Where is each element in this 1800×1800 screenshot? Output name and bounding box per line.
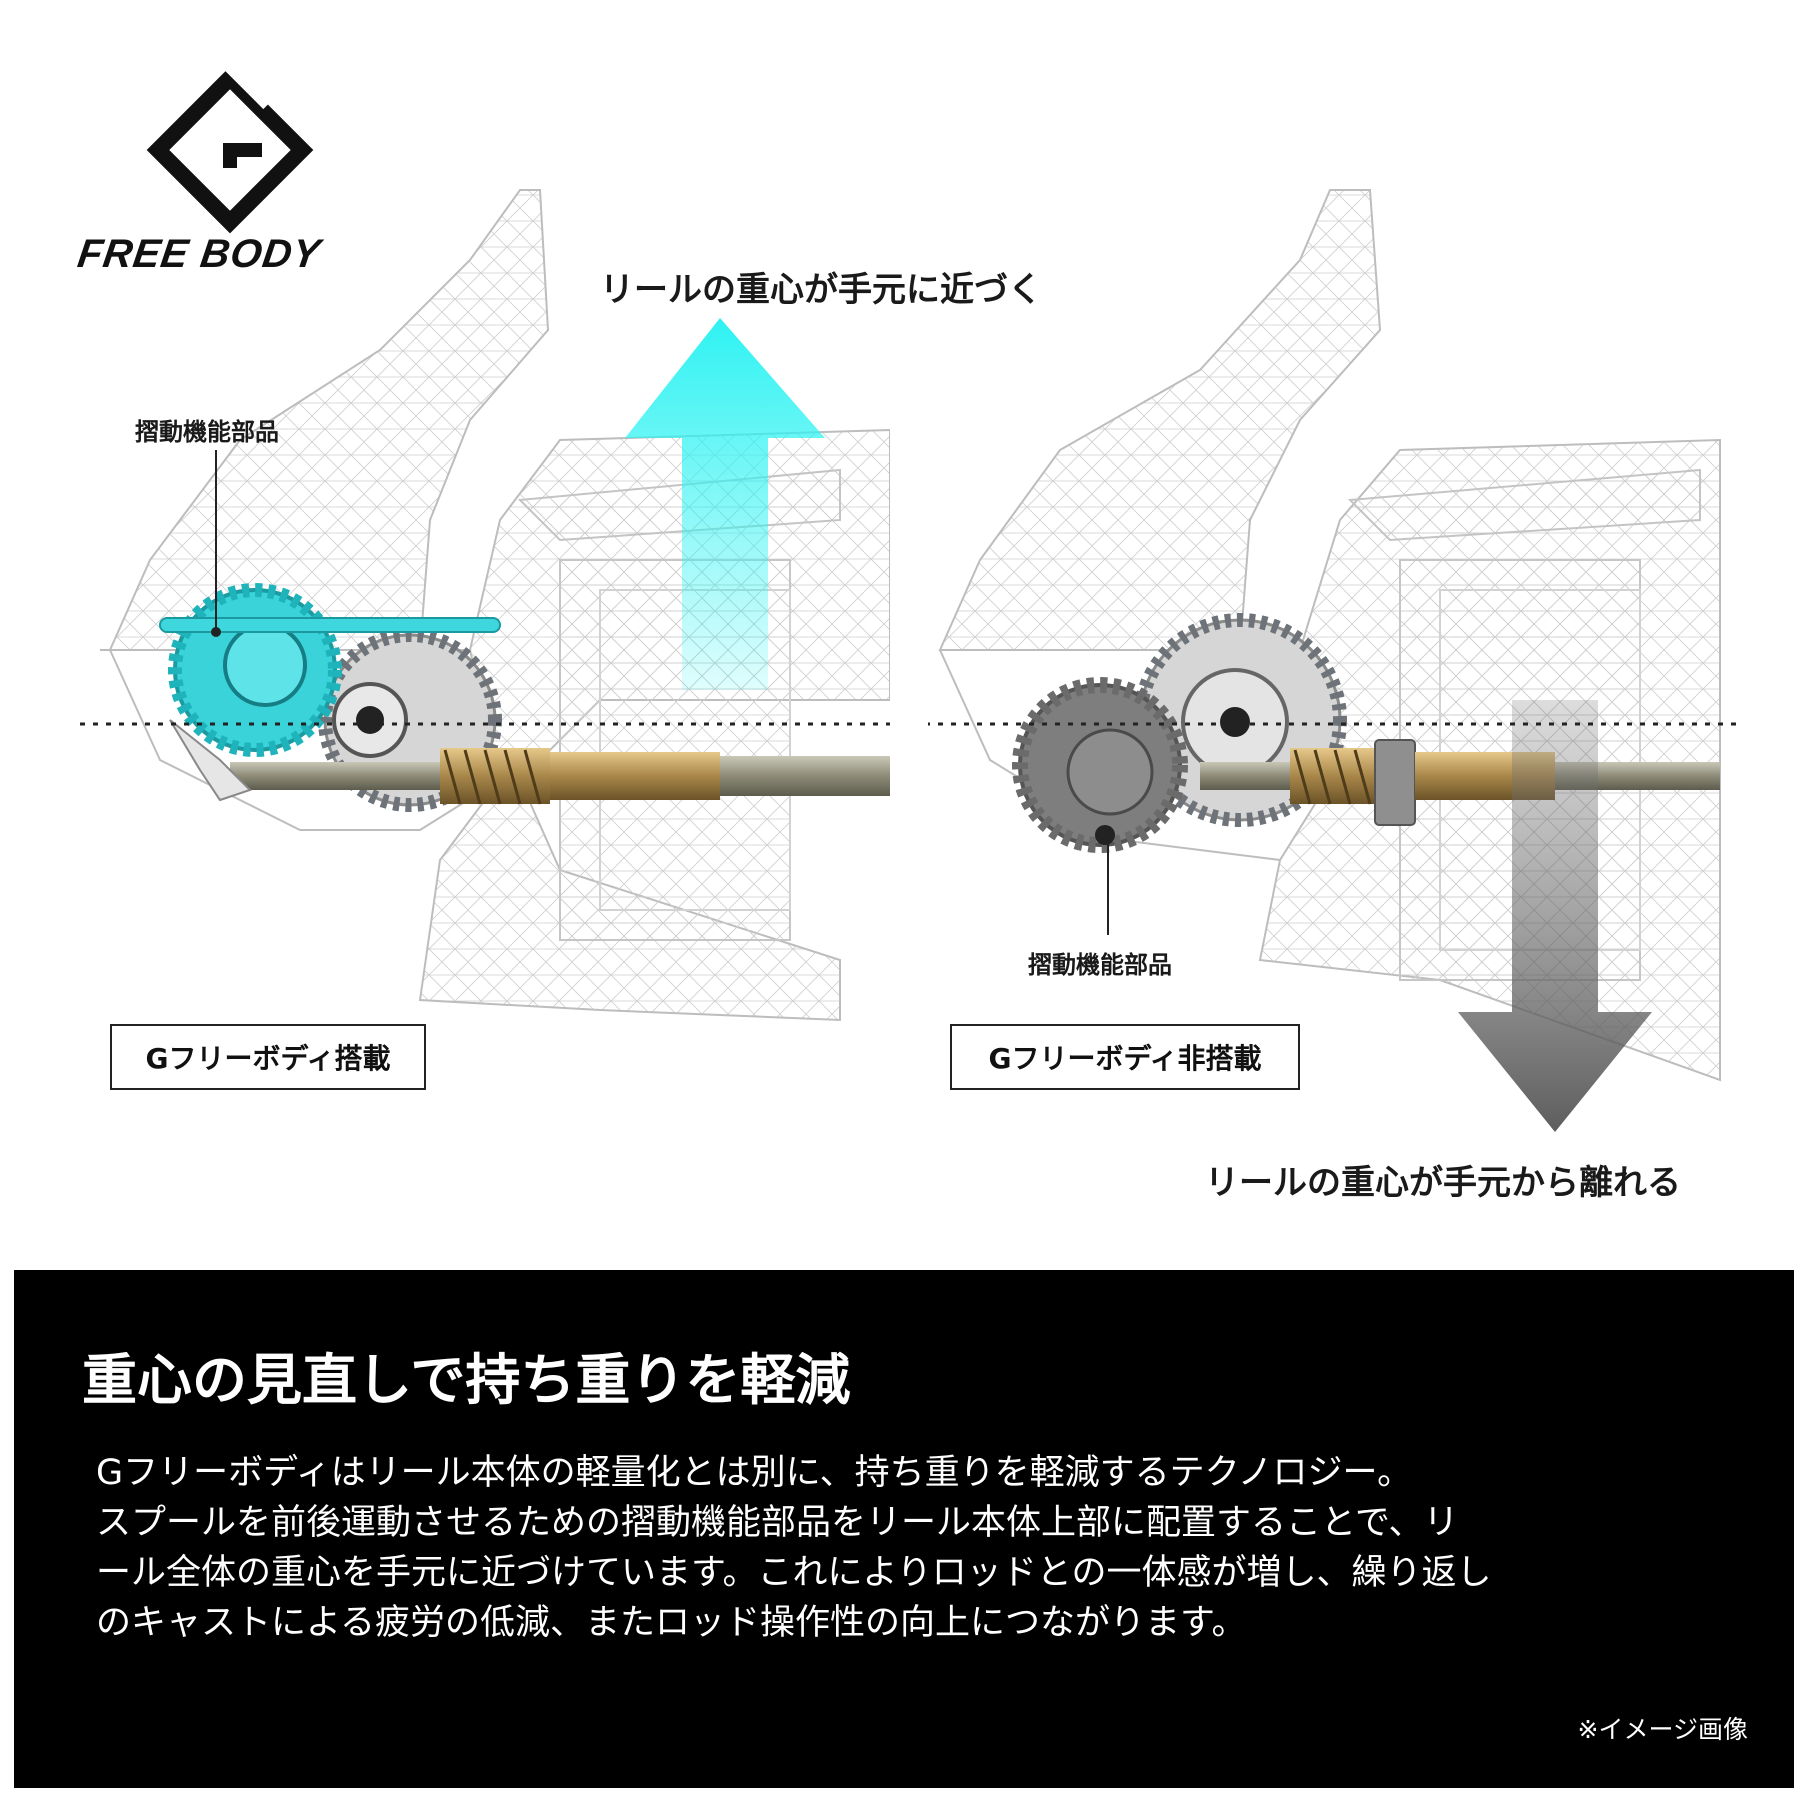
panel-body: Gフリーボディはリール本体の軽量化とは別に、持ち重りを軽減するテクノロジー。 ス… <box>96 1448 1746 1648</box>
panel-body-line: Gフリーボディはリール本体の軽量化とは別に、持ち重りを軽減するテクノロジー。 <box>96 1453 1413 1493</box>
right-part-label: 摺動機能部品 <box>1028 951 1172 979</box>
left-part-label: 摺動機能部品 <box>135 418 279 446</box>
description-panel <box>14 1270 1794 1788</box>
panel-heading: 重心の見直しで持ち重りを軽減 <box>82 1348 851 1412</box>
panel-body-line: のキャストによる疲労の低減、またロッド操作性の向上につながります。 <box>96 1603 1247 1643</box>
left-caption: Gフリーボディ搭載 <box>110 1024 426 1090</box>
image-note: ※イメージ画像 <box>1577 1715 1748 1744</box>
right-arrow-down-icon <box>1458 700 1652 1132</box>
logo-wordmark: FREE BODY <box>74 232 324 276</box>
right-arrow-label: リールの重心が手元から離れる <box>1205 1163 1681 1203</box>
left-arrow-up-icon <box>625 318 825 690</box>
right-caption: Gフリーボディ非搭載 <box>950 1024 1300 1090</box>
panel-body-line: ール全体の重心を手元に近づけています。これによりロッドとの一体感が増し、繰り返し <box>96 1553 1492 1593</box>
g-diamond-logo-icon <box>146 46 314 234</box>
right-gear-mechanism <box>1012 613 1720 853</box>
panel-body-line: スプールを前後運動させるための摺動機能部品をリール本体上部に配置することで、リ <box>96 1503 1459 1543</box>
reel-diagram-illustration <box>80 46 1740 1132</box>
left-arrow-label: リールの重心が手元に近づく <box>600 270 1042 310</box>
